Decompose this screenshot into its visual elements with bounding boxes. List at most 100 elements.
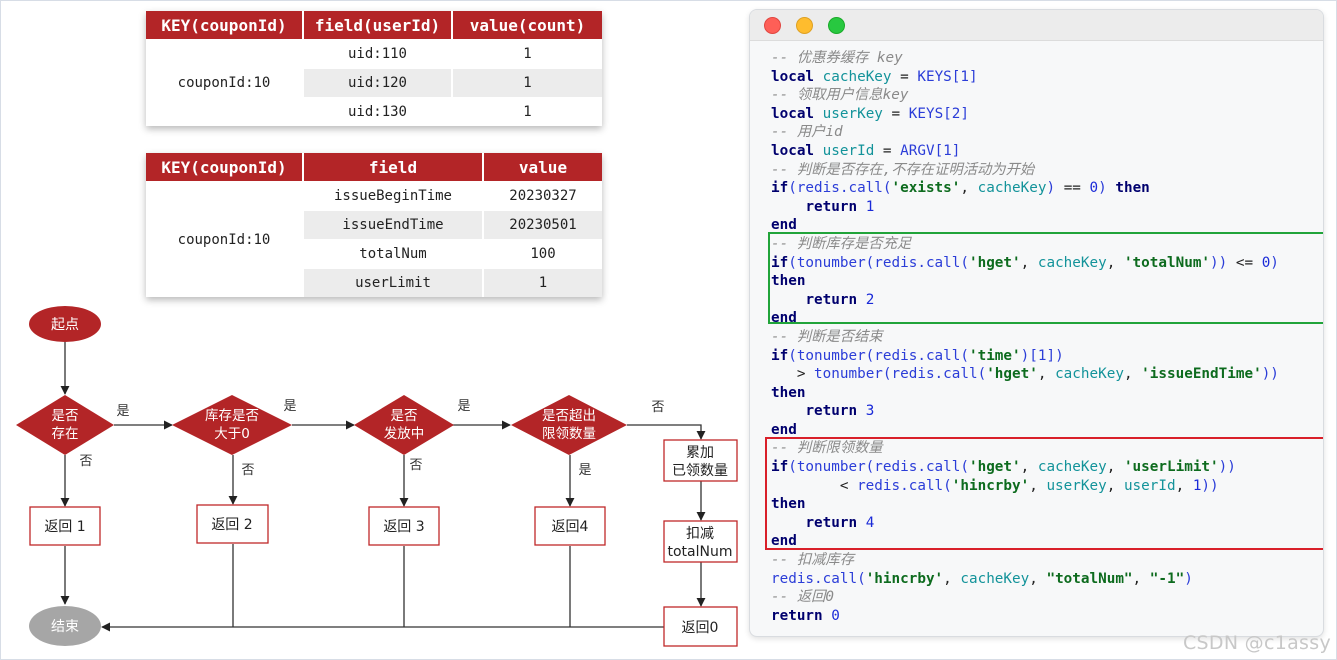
- coupon-info-table: KEY(couponId) field value couponId:10 is…: [146, 153, 602, 297]
- code-token: 'time': [968, 347, 1021, 364]
- code-token: 'totalNum': [1123, 254, 1211, 271]
- step-label: totalNum: [668, 544, 733, 560]
- code-token: ARGV[1]: [900, 142, 961, 159]
- code-token: (tonumber(redis.call(: [788, 459, 969, 476]
- table-cell: 100: [483, 239, 602, 269]
- decision-label: 大于0: [214, 426, 250, 442]
- table-header: value(count): [452, 11, 602, 40]
- step-label: 扣减: [686, 526, 714, 542]
- code-token: 0: [1089, 180, 1099, 197]
- flow-end-label: 结束: [51, 619, 79, 635]
- step-label: 已领数量: [672, 463, 728, 479]
- code-token: -- 返回0: [771, 589, 835, 606]
- code-token: return: [805, 514, 866, 531]
- code-line: > tonumber(redis.call('hget', cacheKey, …: [771, 365, 1279, 384]
- decision-label: 发放中: [384, 426, 425, 442]
- code-token: return: [805, 403, 866, 420]
- code-token: redis.call(: [857, 477, 952, 494]
- step-accumulate-box: [663, 439, 738, 482]
- code-token: ,: [1106, 459, 1124, 476]
- code-token: "-1": [1149, 570, 1185, 587]
- return-2-box: [196, 504, 269, 544]
- edge-label-yes: 是: [578, 463, 591, 478]
- code-token: -- 领取用户信息key: [771, 87, 909, 104]
- code-token: <=: [1227, 254, 1262, 271]
- code-token: local: [771, 142, 823, 159]
- table-cell: userLimit: [303, 268, 484, 297]
- code-token: [771, 292, 805, 308]
- decision-label: 是否: [52, 408, 79, 424]
- decision-label: 是否超出: [542, 408, 596, 424]
- return-3-label: 返回 3: [383, 519, 424, 535]
- code-token: "totalNum": [1046, 570, 1133, 587]
- watermark: CSDN @c1assy: [1182, 632, 1331, 654]
- table-cell: 20230501: [483, 210, 602, 240]
- code-token: )): [1210, 254, 1228, 271]
- code-line: -- 判断库存是否充足: [771, 235, 1279, 254]
- table-cell: 20230327: [483, 181, 602, 211]
- code-token: 'hget': [968, 459, 1021, 476]
- return-3-box: [368, 506, 440, 546]
- table-cell: 1: [452, 68, 602, 98]
- code-token: userId: [822, 142, 875, 159]
- code-token: if: [771, 180, 789, 197]
- code-line: redis.call('hincrby', cacheKey, "totalNu…: [771, 570, 1279, 589]
- code-token: if: [771, 254, 789, 271]
- code-token: -- 扣减库存: [771, 552, 855, 569]
- return-0-box: [663, 606, 738, 647]
- code-token: ,: [1123, 366, 1142, 383]
- code-line: if(redis.call('exists', cacheKey) == 0) …: [771, 179, 1279, 198]
- code-token: 2: [865, 291, 875, 308]
- decision-label: 库存是否: [205, 408, 259, 424]
- code-token: then: [771, 384, 806, 401]
- code-token: -- 判断限领数量: [771, 440, 883, 457]
- code-token: ): [1270, 254, 1279, 271]
- table-cell: 1: [483, 268, 602, 297]
- code-token: then: [771, 496, 806, 513]
- table-cell: uid:130: [303, 97, 453, 126]
- decision-exists: [16, 395, 114, 455]
- code-token: end: [771, 533, 797, 550]
- window-titlebar: [750, 10, 1323, 41]
- return-1-box: [29, 506, 101, 546]
- table-header: field(userId): [303, 11, 453, 40]
- code-token: 1: [1192, 477, 1202, 494]
- code-token: end: [771, 217, 797, 234]
- code-line: end: [771, 421, 1279, 440]
- code-line: -- 用户id: [771, 123, 1279, 142]
- table-cell: issueBeginTime: [303, 181, 484, 211]
- code-line: -- 判断是否存在,不存在证明活动为开始: [771, 161, 1279, 180]
- code-line: -- 判断是否结束: [771, 328, 1279, 347]
- code-token: then: [771, 273, 806, 290]
- code-token: return: [805, 198, 866, 215]
- code-line: return 2: [771, 291, 1279, 310]
- code-token: return: [805, 291, 866, 308]
- edge-label-no: 否: [241, 463, 254, 478]
- table-cell: uid:110: [303, 39, 453, 69]
- decision-label: 是否: [391, 408, 418, 424]
- code-token: )): [1218, 459, 1236, 476]
- code-token: if: [771, 347, 789, 364]
- edge-label-no: 否: [409, 458, 422, 473]
- code-token: >: [771, 366, 815, 383]
- flow-connectors: [60, 342, 706, 632]
- table-cell: 1: [452, 97, 602, 126]
- code-line: -- 判断限领数量: [771, 439, 1279, 458]
- code-line: then: [771, 495, 1279, 514]
- code-line: end: [771, 532, 1279, 551]
- code-token: )[1]): [1020, 347, 1064, 364]
- decision-stock: [172, 395, 292, 455]
- table-header: KEY(couponId): [146, 153, 304, 182]
- code-line: if(tonumber(redis.call('time')[1]): [771, 347, 1279, 366]
- code-line: local userKey = KEYS[2]: [771, 105, 1279, 124]
- table-cell: issueEndTime: [303, 210, 484, 240]
- code-line: -- 优惠券缓存 key: [771, 49, 1279, 68]
- code-token: (tonumber(redis.call(: [788, 347, 969, 364]
- code-token: cacheKey: [977, 180, 1047, 197]
- edge-label-yes: 是: [457, 399, 470, 414]
- code-token: 'exists': [891, 180, 961, 197]
- code-token: ): [1046, 180, 1056, 197]
- code-token: =: [891, 68, 918, 85]
- decision-label: 限领数量: [542, 426, 596, 442]
